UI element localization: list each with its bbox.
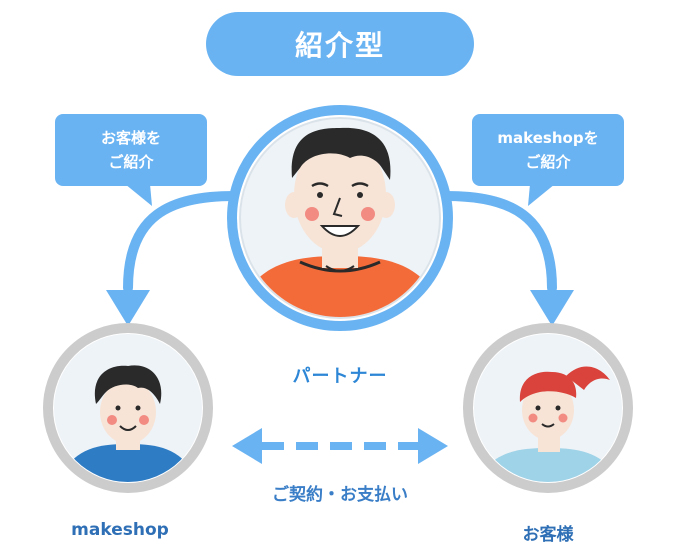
customer-label: お客様 bbox=[522, 525, 574, 545]
arrow-down-icon bbox=[530, 290, 574, 326]
double-arrow-icon bbox=[232, 428, 448, 464]
bubble-introduce-customer: お客様を ご紹介 bbox=[55, 114, 207, 186]
bubble-left-line2: ご紹介 bbox=[108, 153, 154, 171]
bubble-right-tail bbox=[528, 184, 555, 206]
arrow-down-icon bbox=[106, 290, 150, 326]
arrow-partner-to-makeshop bbox=[123, 191, 239, 293]
arrow-partner-to-customer bbox=[441, 191, 557, 293]
bubble-right-line2: ご紹介 bbox=[525, 153, 571, 171]
bubble-introduce-makeshop: makeshopを ご紹介 bbox=[472, 114, 624, 186]
bubble-right-line1: makeshopを bbox=[497, 129, 599, 147]
makeshop-label: makeshop bbox=[71, 520, 169, 540]
page-title: 紹介型 bbox=[206, 12, 474, 76]
bubble-left-line1: お客様を bbox=[100, 129, 161, 147]
bubble-left-tail bbox=[125, 184, 152, 206]
contract-payment-label: ご契約・お支払い bbox=[272, 485, 408, 505]
customer-avatar bbox=[463, 323, 633, 493]
partner-label: パートナー bbox=[292, 366, 388, 387]
makeshop-avatar bbox=[43, 323, 213, 493]
partner-avatar bbox=[227, 105, 453, 331]
